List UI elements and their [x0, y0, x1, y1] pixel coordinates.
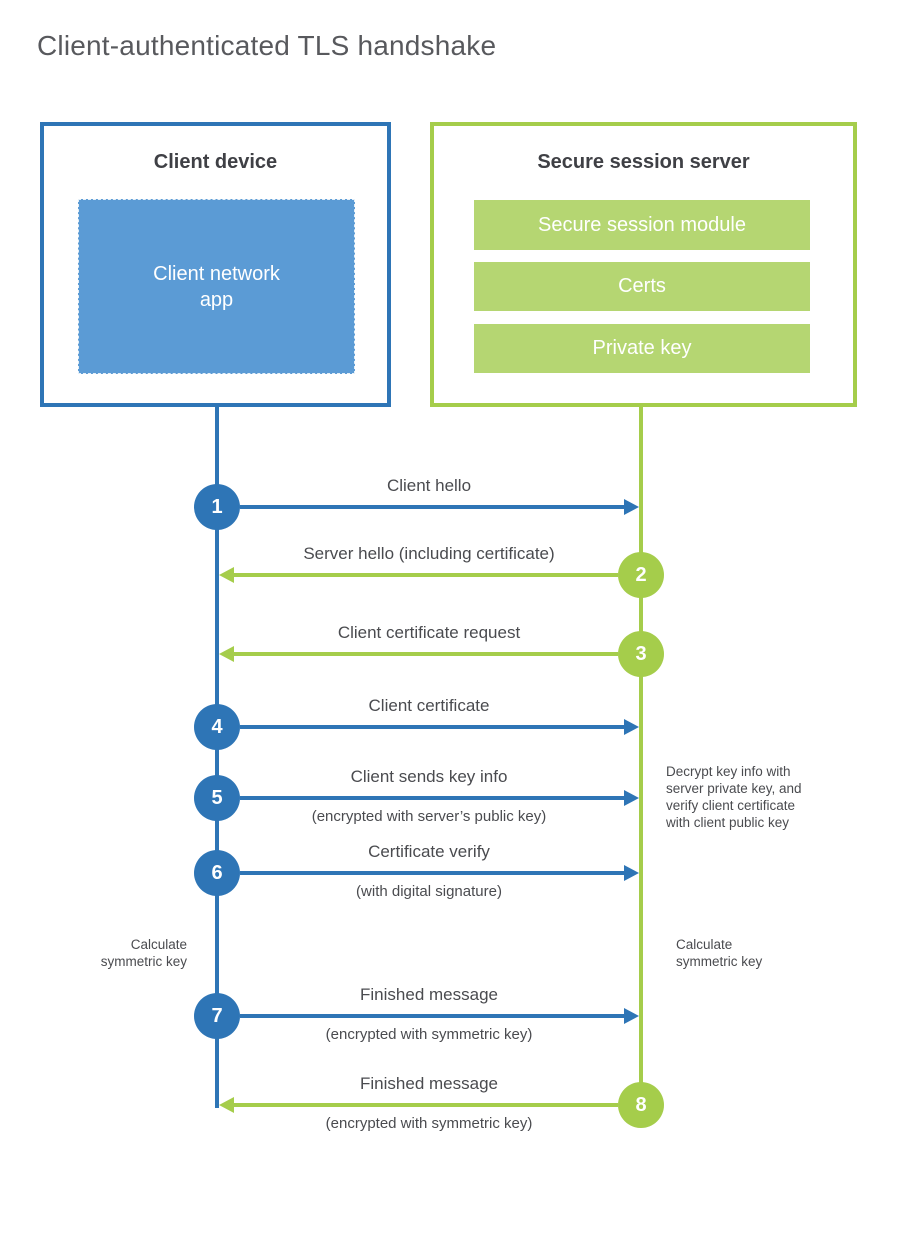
message-label-5: Client sends key info — [350, 767, 508, 786]
client-device-header: Client device — [153, 151, 278, 173]
secure-session-server-box: Secure session server Secure session mod… — [430, 122, 857, 407]
message-sublabel-5: (encrypted with server’s public key) — [311, 808, 547, 825]
arrowhead-right-icon — [624, 790, 639, 806]
server-lifeline — [639, 406, 643, 1106]
client-lifeline — [215, 406, 219, 1108]
step-number-badge-4: 4 — [194, 704, 240, 750]
message-label-3: Client certificate request — [337, 623, 521, 642]
page-title: Client-authenticated TLS handshake — [37, 30, 497, 61]
arrowhead-left-icon — [219, 646, 234, 662]
step-number-badge-8: 8 — [618, 1082, 664, 1128]
message-arrow-3 — [234, 652, 618, 656]
step-number-badge-6: 6 — [194, 850, 240, 896]
step-number-badge-5: 5 — [194, 775, 240, 821]
arrowhead-left-icon — [219, 1097, 234, 1113]
message-label-8: Finished message — [360, 1074, 498, 1093]
arrowhead-left-icon — [219, 567, 234, 583]
message-arrow-8 — [234, 1103, 618, 1107]
message-label-4: Client certificate — [368, 696, 490, 715]
message-arrow-7 — [240, 1014, 624, 1018]
step-number-badge-7: 7 — [194, 993, 240, 1039]
decrypt-key-note: Decrypt key info with server private key… — [666, 764, 802, 830]
arrowhead-right-icon — [624, 719, 639, 735]
step-number-badge-2: 2 — [618, 552, 664, 598]
message-arrow-2 — [234, 573, 618, 577]
step-number-badge-3: 3 — [618, 631, 664, 677]
message-label-6: Certificate verify — [368, 842, 490, 861]
message-sublabel-7: (encrypted with symmetric key) — [325, 1026, 533, 1043]
calculate-symmetric-key-note-client: Calculate symmetric key — [100, 937, 187, 969]
client-device-box: Client device Client network app — [40, 122, 391, 407]
calculate-symmetric-key-note-server: Calculate symmetric key — [676, 937, 763, 969]
message-sublabel-6: (with digital signature) — [356, 883, 502, 900]
message-arrow-6 — [240, 871, 624, 875]
message-arrow-5 — [240, 796, 624, 800]
secure-session-module-box: Secure session module — [474, 200, 810, 250]
private-key-box: Private key — [474, 324, 810, 373]
message-arrow-1 — [240, 505, 624, 509]
message-label-1: Client hello — [386, 476, 472, 495]
message-label-2: Server hello (including certificate) — [303, 544, 555, 563]
message-sublabel-8: (encrypted with symmetric key) — [325, 1115, 533, 1132]
secure-session-server-header: Secure session server — [537, 151, 750, 173]
client-network-app-box: Client network app — [78, 199, 355, 374]
message-label-7: Finished message — [360, 985, 498, 1004]
step-number-badge-1: 1 — [194, 484, 240, 530]
certs-box: Certs — [474, 262, 810, 311]
arrowhead-right-icon — [624, 865, 639, 881]
arrowhead-right-icon — [624, 1008, 639, 1024]
message-arrow-4 — [240, 725, 624, 729]
arrowhead-right-icon — [624, 499, 639, 515]
